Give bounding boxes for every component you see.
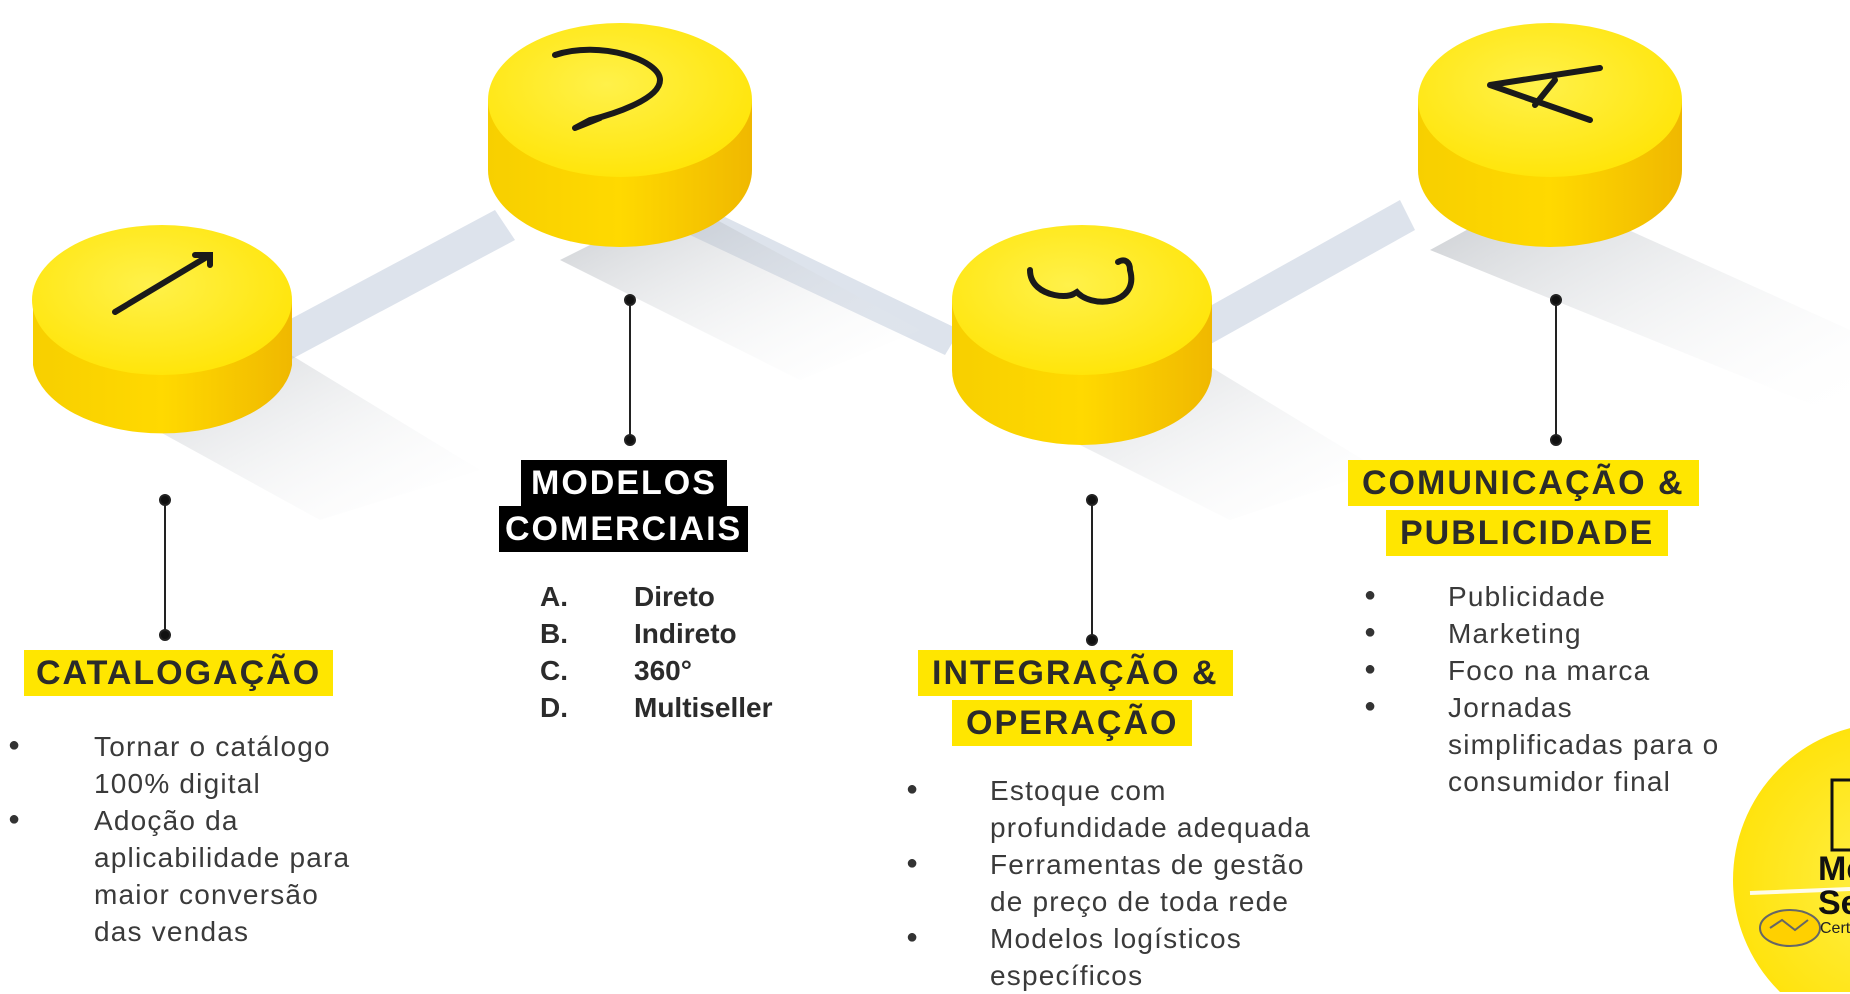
list-item: C.360° (540, 655, 692, 686)
step-1-title: CATALOGAÇÃO (24, 650, 334, 696)
bullet-icon: ● (1364, 621, 1377, 643)
bullet-icon: ● (1364, 584, 1377, 606)
step-4-cylinder (1418, 23, 1682, 247)
number-3-glyph (1027, 257, 1135, 305)
badge-text-line-3: Certified (1820, 920, 1850, 937)
list-item: Modelos logísticos específicos (990, 923, 1242, 991)
list-item: Ferramentas de gestão de preço de toda r… (990, 849, 1305, 917)
list-item: Estoque com profundidade adequada (990, 775, 1312, 843)
list-item: Adoção da aplicabilidade para maior conv… (94, 805, 351, 947)
connector-1-2 (270, 210, 515, 360)
bullet-icon: ● (8, 808, 21, 830)
step-2-title-line-1: MODELOS (521, 460, 727, 506)
list-item: Publicidade (1448, 581, 1606, 612)
number-1-glyph (112, 252, 213, 315)
bullet-icon: ● (906, 852, 919, 874)
step-3-list: ● Estoque com profundidade adequada ● Fe… (906, 772, 1346, 992)
step-3-cylinder (952, 225, 1212, 445)
connector-3-4 (1185, 200, 1415, 350)
step-4-title-line-1: COMUNICAÇÃO & (1348, 460, 1699, 506)
bullet-icon: ● (906, 778, 919, 800)
handshake-icon (1759, 909, 1821, 947)
list-item: Marketing (1448, 618, 1582, 649)
list-item: D.Multiseller (540, 692, 773, 723)
certification-badge (1727, 722, 1850, 992)
bullet-icon: ● (1364, 658, 1377, 680)
step-2-cylinder (488, 23, 752, 247)
badge-text-line-1: Me (1818, 850, 1850, 888)
buildings-icon (1830, 778, 1850, 852)
list-item: A.Direto (540, 581, 715, 612)
list-item: Jornadas simplificadas para o consumidor… (1448, 692, 1720, 797)
number-4-glyph (1487, 65, 1603, 123)
step-3-title-line-2: OPERAÇÃO (952, 700, 1193, 746)
step-2-title-line-2: COMERCIAIS (499, 506, 749, 552)
step-4-list: ● Publicidade ● Marketing ● Foco na marc… (1364, 578, 1744, 818)
step-1-cylinder (32, 225, 292, 434)
list-item: Tornar o catálogo 100% digital (94, 731, 331, 799)
bullet-icon: ● (906, 926, 919, 948)
step-3-title-line-1: INTEGRAÇÃO & (918, 650, 1233, 696)
pointer-lines (159, 294, 1562, 646)
badge-text-line-2: Se (1818, 884, 1850, 922)
step-4-title-line-2: PUBLICIDADE (1386, 510, 1669, 556)
list-item: B.Indireto (540, 618, 737, 649)
bullet-icon: ● (1364, 695, 1377, 717)
number-2-glyph (552, 46, 663, 131)
step-2-list: A.Direto B.Indireto C.360° D.Multiseller (540, 578, 772, 726)
list-item: Foco na marca (1448, 655, 1651, 686)
bullet-icon: ● (8, 734, 21, 756)
